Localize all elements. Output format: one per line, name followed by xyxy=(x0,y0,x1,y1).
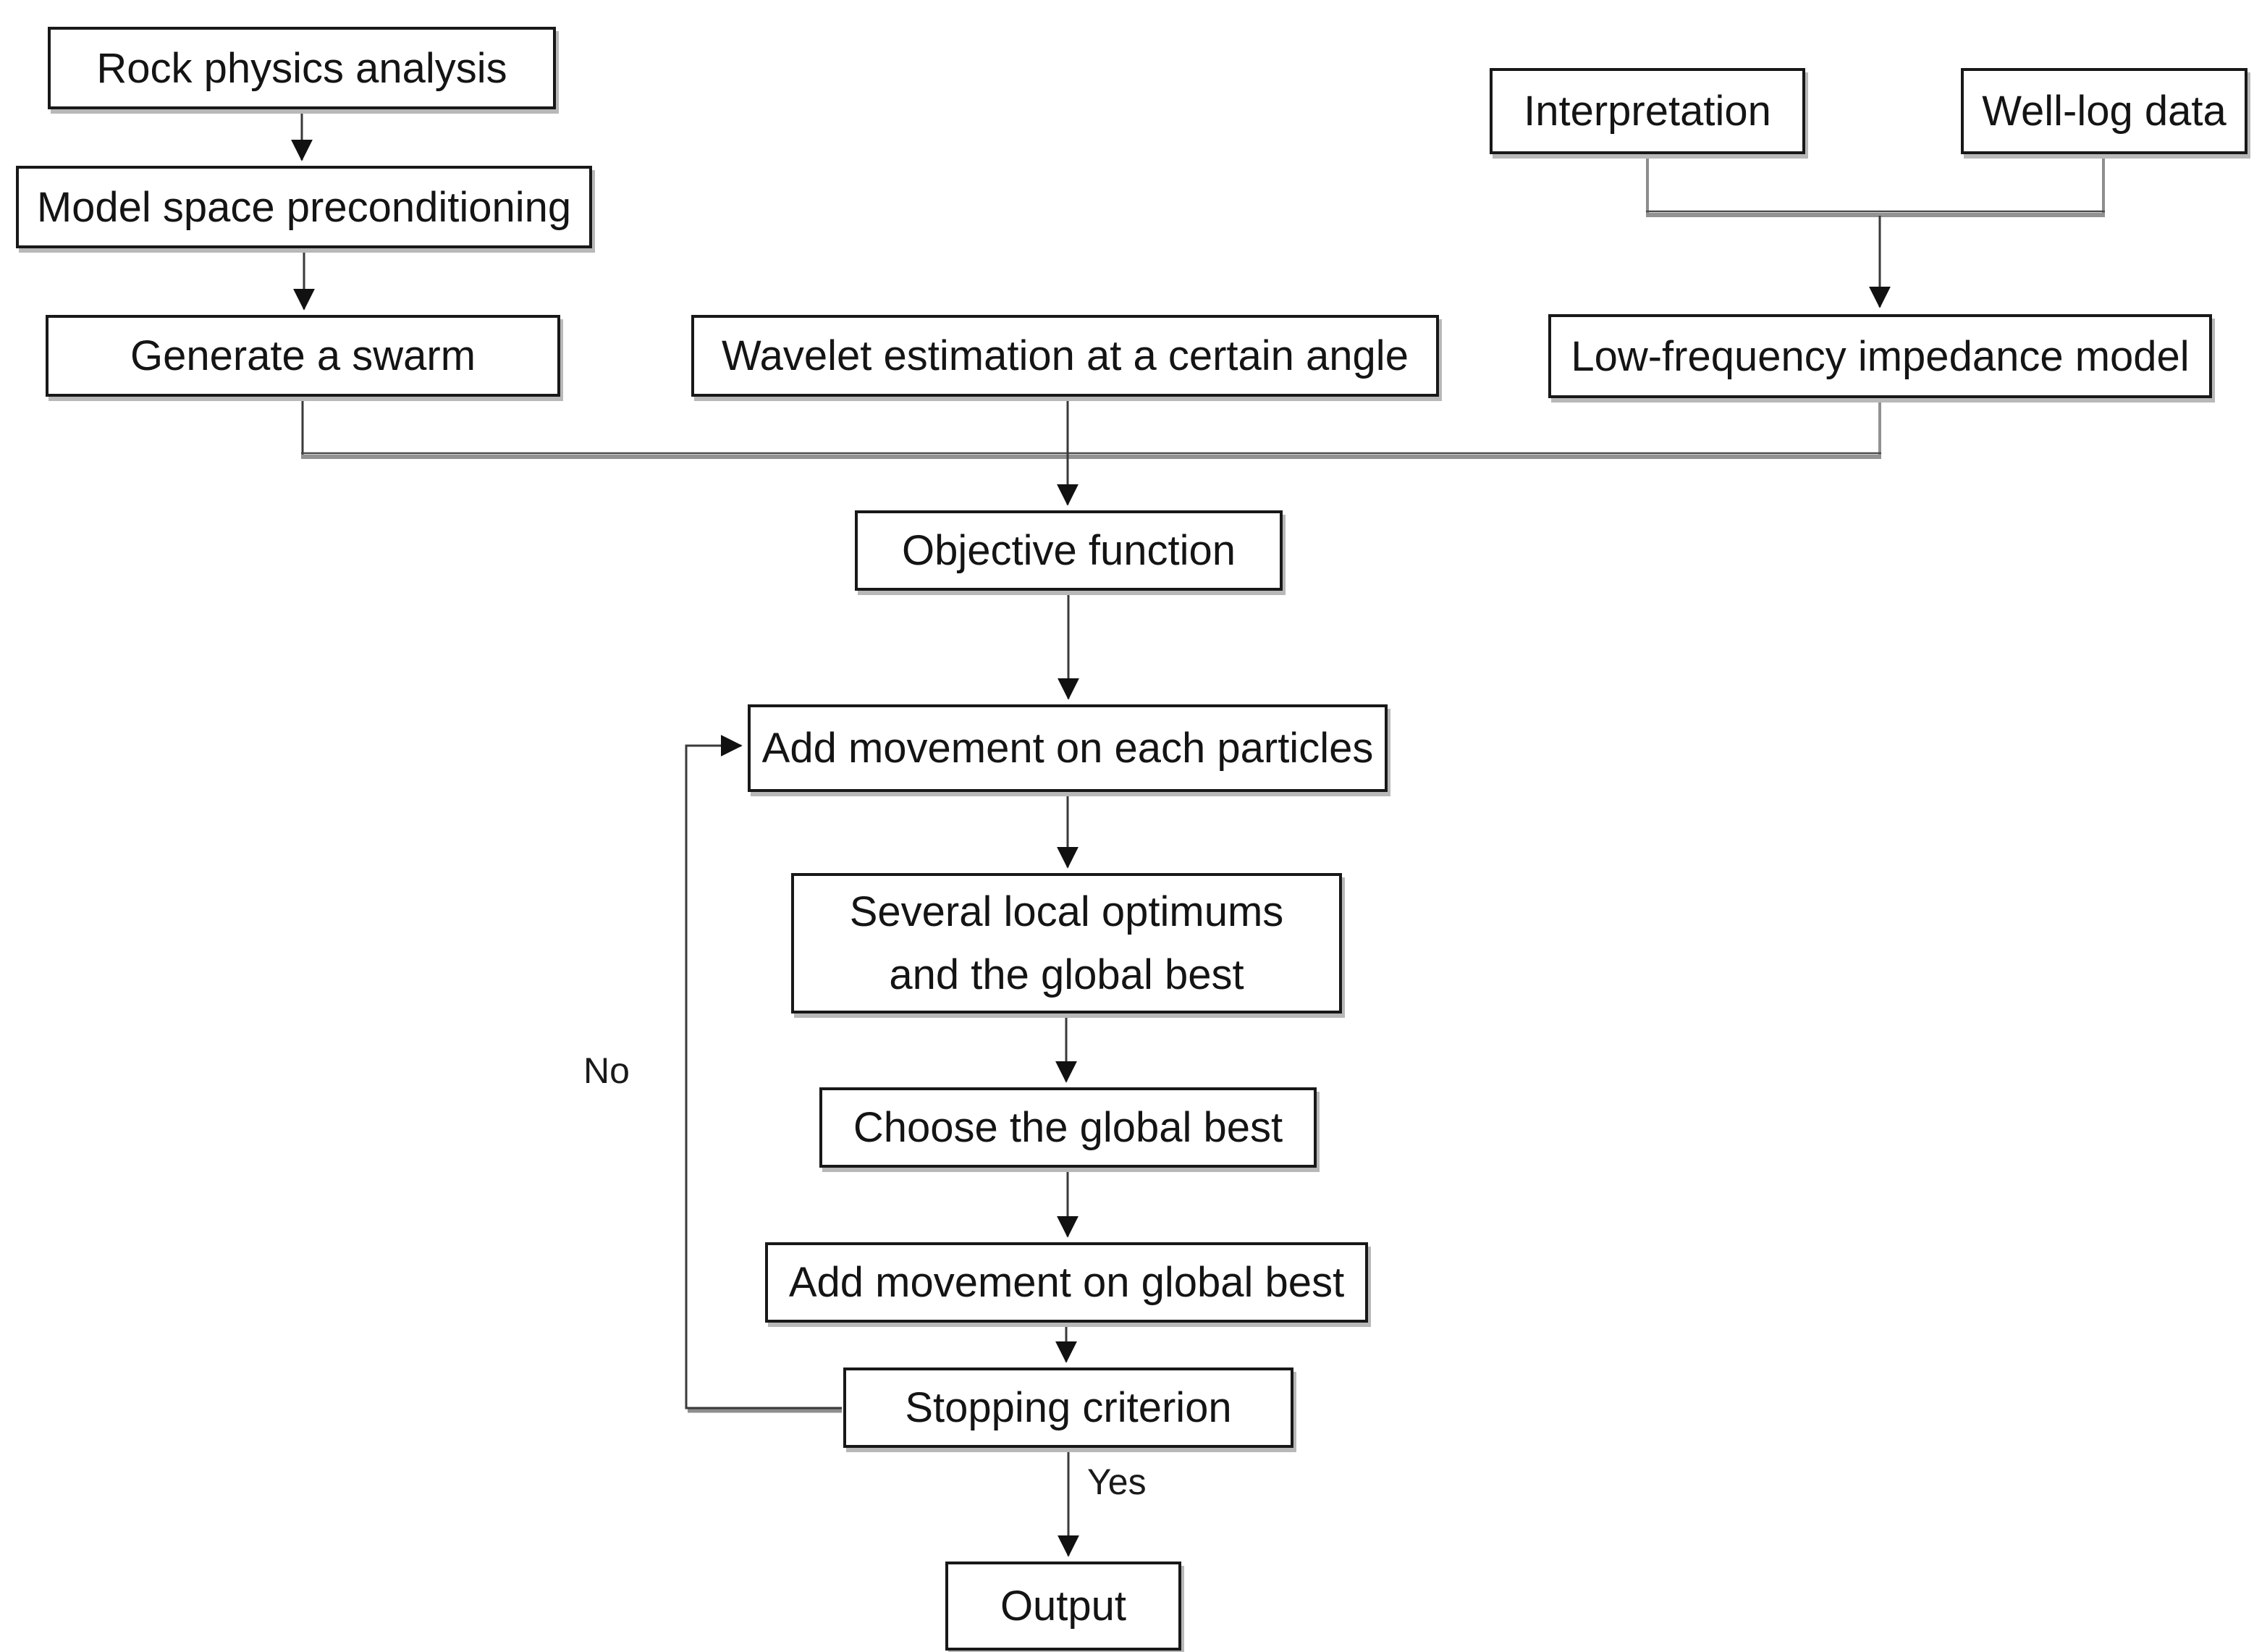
node-choose-the-global-best: Choose the global best xyxy=(819,1087,1317,1168)
node-well-log-data: Well-log data xyxy=(1961,68,2247,154)
edge-label-yes: Yes xyxy=(1087,1462,1147,1502)
node-rock-physics-analysis: Rock physics analysis xyxy=(48,27,556,109)
node-wavelet-estimation: Wavelet estimation at a certain angle xyxy=(691,315,1439,397)
node-objective-function: Objective function xyxy=(855,510,1283,591)
node-generate-a-swarm: Generate a swarm xyxy=(46,315,560,397)
node-stopping-criterion: Stopping criterion xyxy=(843,1367,1293,1448)
node-model-space-preconditioning: Model space preconditioning xyxy=(16,166,592,248)
node-add-movement-on-global-best: Add movement on global best xyxy=(765,1242,1368,1323)
node-output: Output xyxy=(945,1562,1181,1651)
edge-label-no: No xyxy=(583,1050,630,1091)
node-low-frequency-impedance-model: Low-frequency impedance model xyxy=(1548,314,2212,398)
node-several-local-optimums: Several local optimums and the global be… xyxy=(791,873,1342,1013)
node-add-movement-on-each-particles: Add movement on each particles xyxy=(748,704,1388,792)
node-interpretation: Interpretation xyxy=(1490,68,1805,154)
